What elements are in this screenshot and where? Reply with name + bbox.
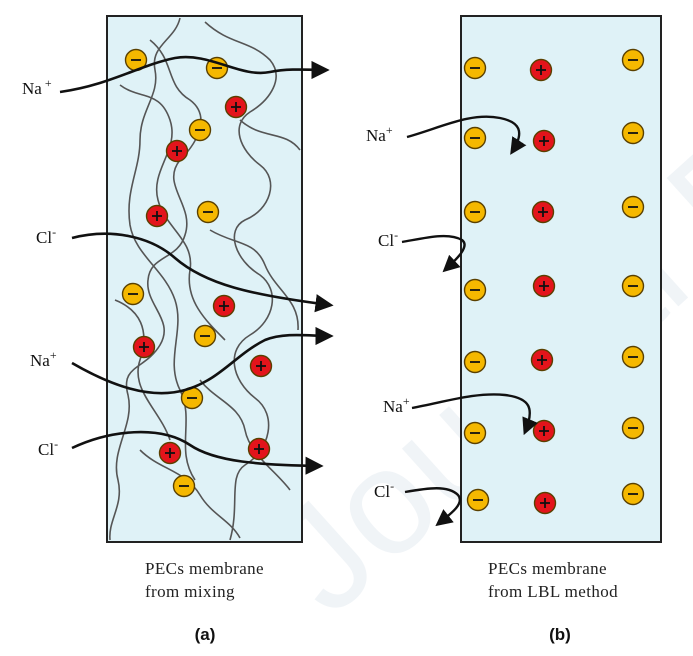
negative-charge-icon	[174, 476, 195, 497]
negative-charge-icon	[623, 418, 644, 439]
negative-charge-icon	[623, 123, 644, 144]
positive-charge-icon	[251, 356, 272, 377]
positive-charge-icon	[167, 141, 188, 162]
negative-charge-icon	[123, 284, 144, 305]
positive-charge-icon	[214, 296, 235, 317]
negative-charge-icon	[465, 423, 486, 444]
ion-label-na: Na+	[30, 348, 57, 370]
panel-b-caption-line2: from LBL method	[488, 582, 618, 601]
negative-charge-icon	[190, 120, 211, 141]
ion-path-arrow	[402, 236, 465, 270]
ion-label-na: Na+	[22, 76, 52, 98]
panel-a-subcaption: (a)	[195, 625, 216, 644]
negative-charge-icon	[465, 352, 486, 373]
ion-label-cl: Cl-	[378, 228, 398, 250]
negative-charge-icon	[468, 490, 489, 511]
positive-charge-icon	[134, 337, 155, 358]
panel-b-subcaption: (b)	[549, 625, 571, 644]
panel-a-caption-line1: PECs membrane	[145, 559, 264, 578]
negative-charge-icon	[465, 58, 486, 79]
negative-charge-icon	[623, 484, 644, 505]
positive-charge-icon	[534, 421, 555, 442]
positive-charge-icon	[534, 276, 555, 297]
ion-label-cl: Cl-	[38, 437, 58, 459]
ion-label-cl: Cl-	[36, 225, 56, 247]
negative-charge-icon	[465, 280, 486, 301]
positive-charge-icon	[532, 350, 553, 371]
negative-charge-icon	[623, 197, 644, 218]
negative-charge-icon	[623, 276, 644, 297]
negative-charge-icon	[198, 202, 219, 223]
positive-charge-icon	[531, 60, 552, 81]
positive-charge-icon	[160, 443, 181, 464]
ion-label-na: Na+	[366, 123, 393, 145]
negative-charge-icon	[623, 347, 644, 368]
negative-charge-icon	[465, 202, 486, 223]
positive-charge-icon	[534, 131, 555, 152]
positive-charge-icon	[226, 97, 247, 118]
positive-charge-icon	[533, 202, 554, 223]
negative-charge-icon	[623, 50, 644, 71]
positive-charge-icon	[535, 493, 556, 514]
panel-a-caption-line2: from mixing	[145, 582, 235, 601]
panel-b-caption-line1: PECs membrane	[488, 559, 607, 578]
negative-charge-icon	[465, 128, 486, 149]
negative-charge-icon	[195, 326, 216, 347]
positive-charge-icon	[249, 439, 270, 460]
positive-charge-icon	[147, 206, 168, 227]
